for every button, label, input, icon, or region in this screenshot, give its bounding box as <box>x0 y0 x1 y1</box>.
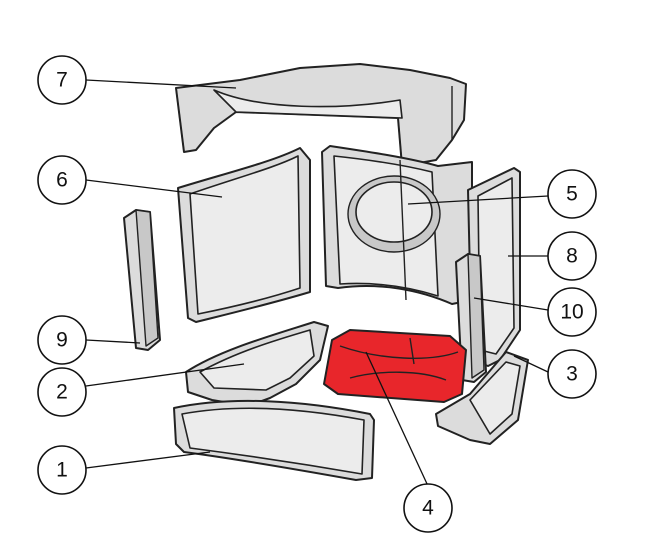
leader-lines <box>85 79 549 487</box>
callout-7: 7 <box>37 55 87 105</box>
part-9-upright-brick <box>123 209 161 351</box>
part-4-floor-highlighted <box>323 329 467 403</box>
svg-text:6: 6 <box>56 169 68 192</box>
svg-text:5: 5 <box>566 183 578 206</box>
svg-text:4: 4 <box>422 497 434 520</box>
callout-5: 5 <box>547 169 597 219</box>
svg-text:1: 1 <box>56 459 68 482</box>
callout-6: 6 <box>37 155 87 205</box>
svg-text:3: 3 <box>566 363 578 386</box>
callout-4: 4 <box>403 483 453 533</box>
part-3-front-right-block <box>435 351 529 445</box>
callout-10: 10 <box>547 287 597 337</box>
svg-text:8: 8 <box>566 245 578 268</box>
callout-8: 8 <box>547 231 597 281</box>
part-5-rear-panel <box>321 145 473 305</box>
svg-text:7: 7 <box>56 69 68 92</box>
callout-9: 9 <box>37 315 87 365</box>
svg-text:10: 10 <box>560 301 583 324</box>
callout-3: 3 <box>547 349 597 399</box>
svg-text:2: 2 <box>56 381 68 404</box>
callout-2: 2 <box>37 367 87 417</box>
part-1-front-lintel <box>173 399 375 481</box>
callout-1: 1 <box>37 445 87 495</box>
part-10-upright-brick <box>455 253 487 383</box>
part-6-left-panel <box>177 147 311 323</box>
svg-text:9: 9 <box>56 329 68 352</box>
part-7-top-baffle <box>175 63 467 167</box>
part-2-front-left-brick <box>185 321 329 407</box>
